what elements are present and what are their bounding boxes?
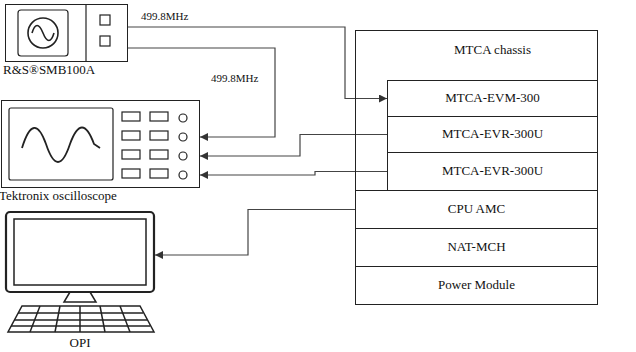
device-label: Tektronix oscilloscope [0, 189, 117, 204]
signal-connector [200, 135, 387, 157]
signal-connector [128, 48, 275, 137]
signal-connector [155, 210, 355, 256]
oscilloscope: Tektronix oscilloscope [1, 100, 200, 188]
module-box: MTCA-EVM-300 [387, 80, 598, 117]
module-label: CPU AMC [448, 202, 505, 217]
module-label: NAT-MCH [447, 240, 505, 255]
signal-generator-icon [18, 5, 110, 61]
chassis-box: MTCA chassisMTCA-EVM-300MTCA-EVR-300U MTC… [355, 30, 598, 305]
module-box: Power Module [355, 266, 598, 305]
signal-generator: R&S®SMB100A [5, 4, 128, 62]
device-label: OPI [5, 336, 155, 351]
module-label: Power Module [438, 278, 515, 293]
module-box: CPU AMC [355, 190, 598, 229]
device-label: R&S®SMB100A [3, 63, 95, 78]
oscilloscope-icon [9, 108, 187, 180]
module-label: MTCA-EVR-300U [442, 164, 543, 179]
frequency-label: 499.8MHz [210, 72, 259, 85]
signal-connector [128, 27, 387, 99]
signal-connector [200, 172, 387, 176]
computer: OPI [5, 210, 155, 334]
computer-icon [6, 212, 154, 332]
chassis-title: MTCA chassis [388, 43, 597, 58]
frequency-label: 499.8MHz [140, 10, 189, 23]
module-box: MTCA-EVR-300U [387, 116, 598, 153]
module-box: MTCA-EVR-300U [387, 152, 598, 191]
module-label: MTCA-EVM-300 [445, 91, 540, 106]
module-box: NAT-MCH [355, 228, 598, 267]
module-label: MTCA-EVR-300U [442, 127, 543, 142]
